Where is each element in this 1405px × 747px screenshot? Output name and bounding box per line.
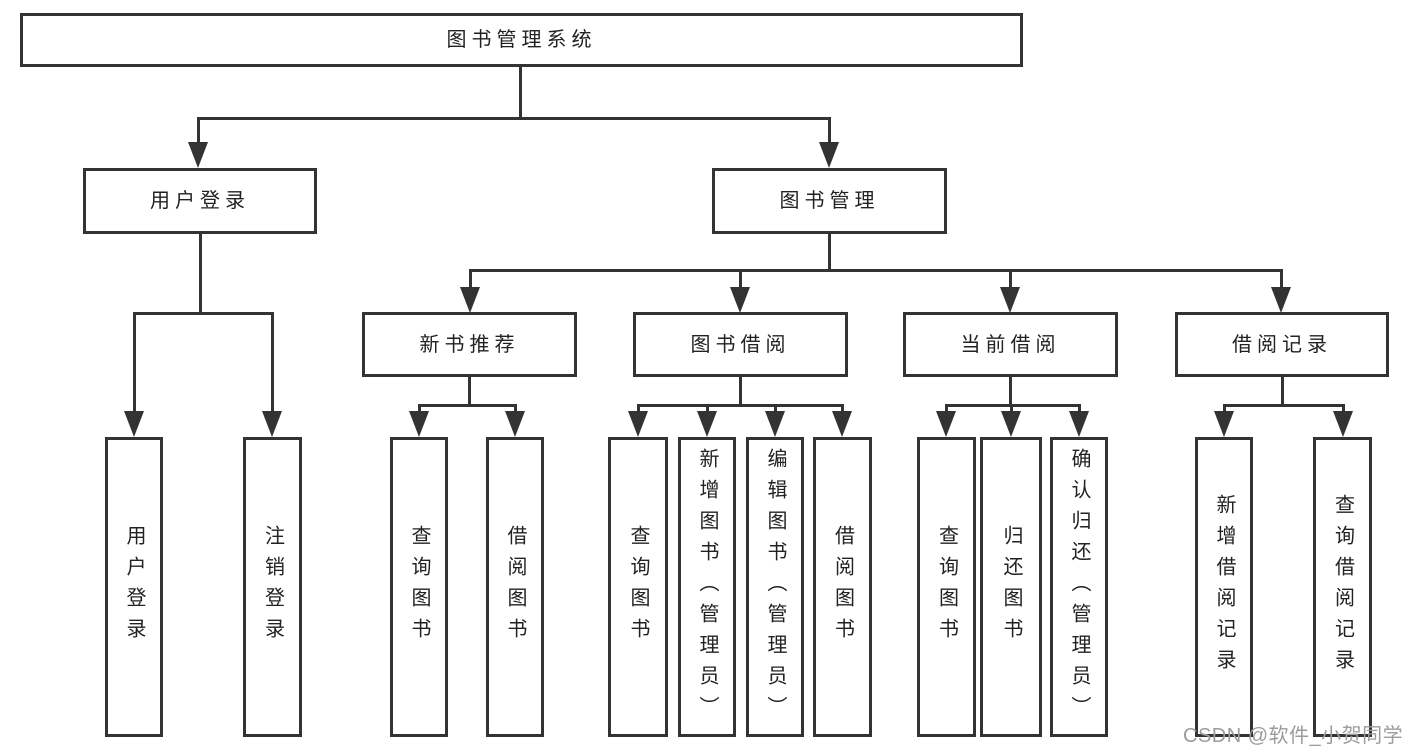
leaf-query-books-borrowing: 查询图书	[608, 437, 668, 737]
node-library-system: 图书管理系统	[20, 13, 1023, 67]
connector-line	[468, 377, 471, 406]
arrow-down-icon	[409, 411, 429, 437]
arrow-down-icon	[832, 411, 852, 437]
connector-line	[1342, 404, 1345, 413]
connector-line	[133, 312, 136, 411]
connector-line	[774, 404, 777, 413]
leaf-edit-books-admin: 编辑图书（管理员）	[746, 437, 804, 737]
arrow-down-icon	[697, 411, 717, 437]
leaf-add-books-admin-label: 新增图书（管理员）	[696, 447, 718, 727]
node-user-login: 用户登录	[83, 168, 317, 234]
connector-line	[133, 312, 274, 315]
connector-line	[706, 404, 709, 413]
node-borrowing-records-label: 借阅记录	[1232, 333, 1332, 356]
connector-line	[418, 404, 517, 407]
leaf-borrow-books-recommend-label: 借阅图书	[504, 525, 526, 649]
connector-line	[637, 404, 844, 407]
csdn-watermark: CSDN @软件_小贺同学	[1183, 725, 1404, 747]
arrow-down-icon	[262, 411, 282, 437]
arrow-down-icon	[1214, 411, 1234, 437]
connector-line	[637, 404, 640, 413]
leaf-user-login-label: 用户登录	[123, 525, 145, 649]
arrow-down-icon	[628, 411, 648, 437]
leaf-confirm-return-admin-label: 确认归还（管理员）	[1068, 447, 1090, 727]
arrow-down-icon	[460, 287, 480, 313]
connector-line	[197, 117, 200, 144]
node-book-management-label: 图书管理	[779, 190, 880, 212]
connector-line	[271, 312, 274, 411]
leaf-return-books: 归还图书	[980, 437, 1042, 737]
connector-line	[828, 117, 831, 144]
connector-line	[1078, 404, 1081, 413]
arrow-down-icon	[124, 411, 144, 437]
leaf-query-borrow-record-label: 查询借阅记录	[1331, 494, 1354, 680]
node-book-borrowing-label: 图书借阅	[690, 333, 791, 356]
connector-line	[1223, 404, 1344, 407]
leaf-query-books-current: 查询图书	[917, 437, 976, 737]
arrow-down-icon	[765, 411, 785, 437]
leaf-add-books-admin: 新增图书（管理员）	[678, 437, 736, 737]
leaf-query-books-recommend-label: 查询图书	[408, 525, 430, 649]
leaf-query-books-current-label: 查询图书	[935, 525, 958, 649]
leaf-borrow-books-recommend: 借阅图书	[486, 437, 544, 737]
leaf-add-borrow-record-label: 新增借阅记录	[1213, 494, 1235, 680]
leaf-query-books-recommend: 查询图书	[390, 437, 448, 737]
connector-line	[739, 269, 742, 289]
node-current-borrowing-label: 当前借阅	[960, 333, 1061, 356]
node-library-system-label: 图书管理系统	[446, 29, 597, 51]
arrow-down-icon	[1001, 411, 1021, 437]
arrow-down-icon	[1069, 411, 1089, 437]
node-new-book-recommendation-label: 新书推荐	[419, 333, 520, 356]
connector-line	[1009, 377, 1012, 406]
connector-line	[841, 404, 844, 413]
node-user-login-label: 用户登录	[150, 190, 250, 212]
connector-line	[945, 404, 1081, 407]
leaf-add-borrow-record: 新增借阅记录	[1195, 437, 1253, 737]
arrow-down-icon	[1333, 411, 1353, 437]
connector-line	[1010, 404, 1013, 413]
leaf-return-books-label: 归还图书	[1000, 525, 1022, 649]
leaf-confirm-return-admin: 确认归还（管理员）	[1050, 437, 1108, 737]
connector-line	[469, 269, 1283, 272]
leaf-borrow-books-label: 借阅图书	[831, 525, 854, 649]
node-new-book-recommendation: 新书推荐	[362, 312, 577, 377]
connector-line	[469, 269, 472, 289]
leaf-edit-books-admin-label: 编辑图书（管理员）	[764, 447, 786, 727]
arrow-down-icon	[188, 142, 208, 168]
connector-line	[1223, 404, 1226, 413]
leaf-borrow-books: 借阅图书	[813, 437, 872, 737]
connector-line	[199, 234, 202, 315]
leaf-user-login: 用户登录	[105, 437, 163, 737]
connector-line	[739, 377, 742, 406]
arrow-down-icon	[936, 411, 956, 437]
arrow-down-icon	[819, 142, 839, 168]
node-book-borrowing: 图书借阅	[633, 312, 848, 377]
leaf-query-books-borrowing-label: 查询图书	[627, 525, 649, 649]
leaf-logout: 注销登录	[243, 437, 302, 737]
arrow-down-icon	[505, 411, 525, 437]
arrow-down-icon	[1000, 287, 1020, 313]
connector-line	[1281, 377, 1284, 406]
arrow-down-icon	[730, 287, 750, 313]
node-current-borrowing: 当前借阅	[903, 312, 1118, 377]
node-borrowing-records: 借阅记录	[1175, 312, 1389, 377]
node-book-management: 图书管理	[712, 168, 947, 234]
leaf-logout-label: 注销登录	[261, 525, 284, 649]
connector-line	[828, 234, 831, 272]
connector-line	[519, 67, 522, 118]
connector-line	[418, 404, 421, 413]
leaf-query-borrow-record: 查询借阅记录	[1313, 437, 1372, 737]
connector-line	[1009, 269, 1012, 289]
connector-line	[514, 404, 517, 413]
connector-line	[1280, 269, 1283, 289]
connector-line	[197, 117, 831, 120]
connector-line	[945, 404, 948, 413]
arrow-down-icon	[1271, 287, 1291, 313]
